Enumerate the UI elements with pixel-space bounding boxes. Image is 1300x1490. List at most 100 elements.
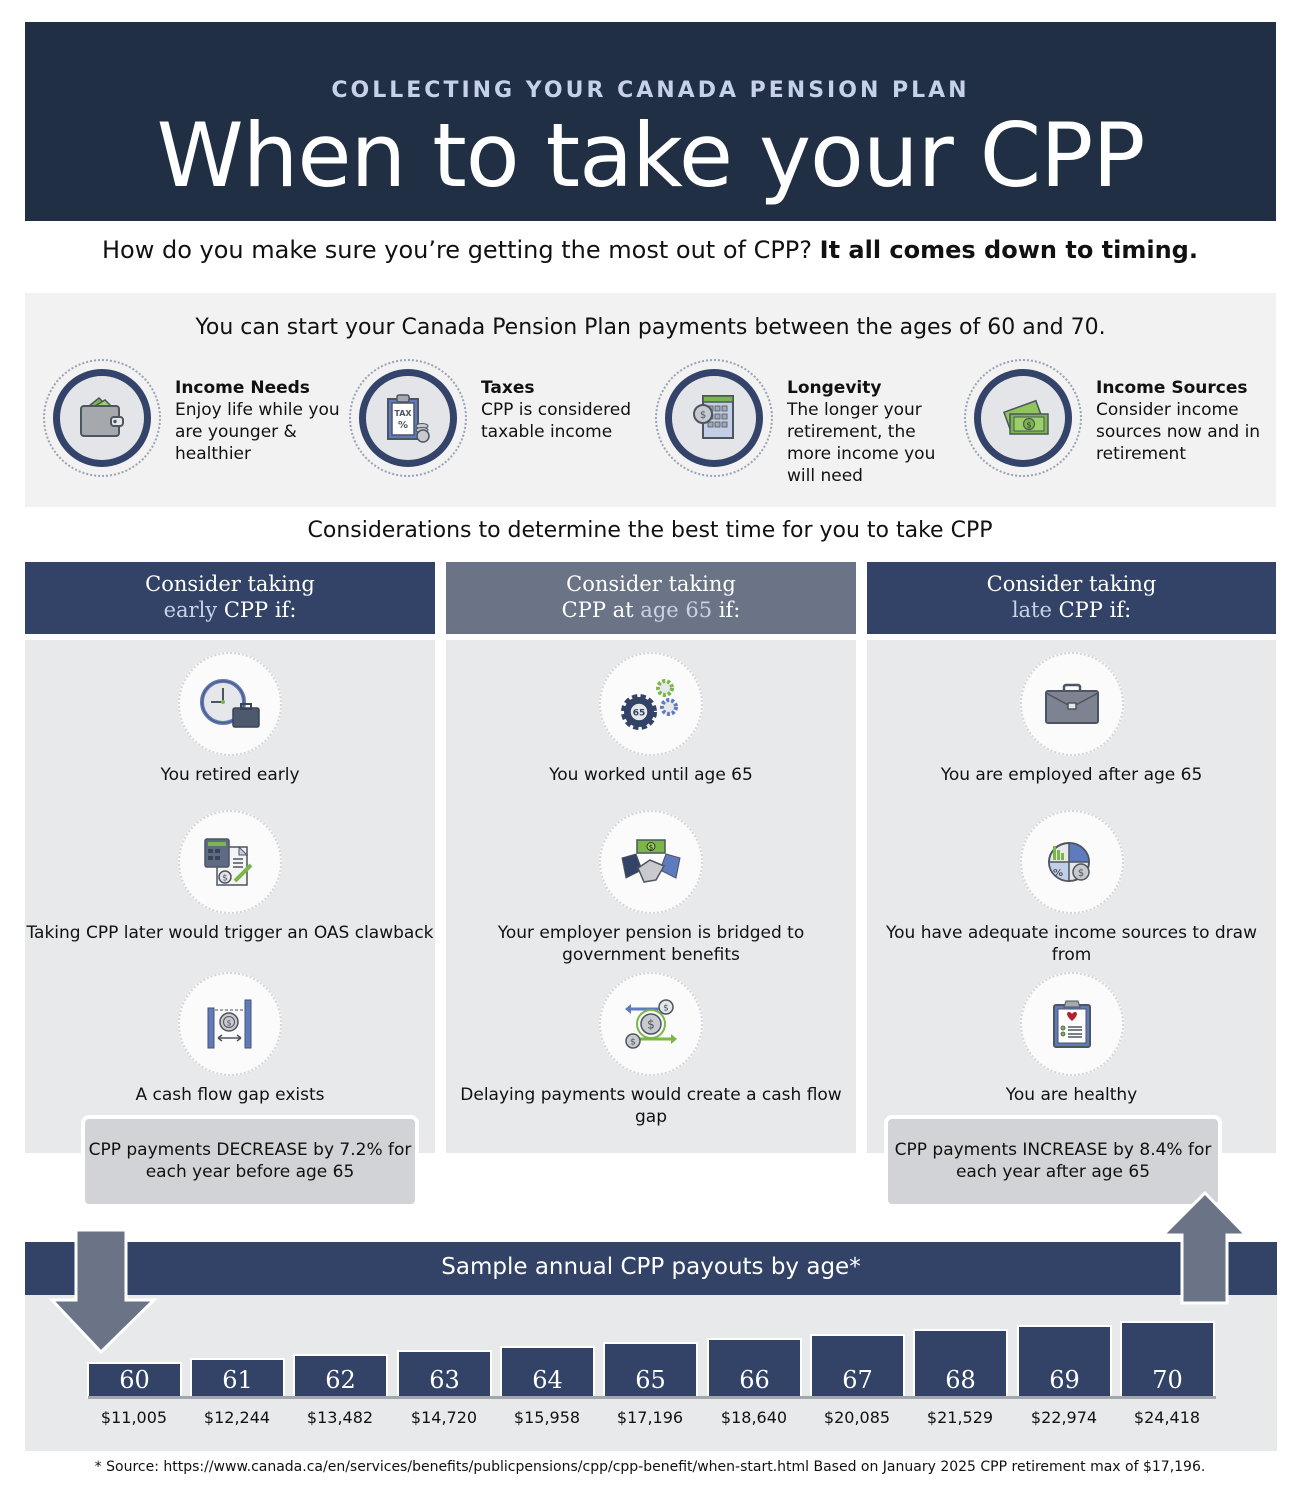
payouts-banner: Sample annual CPP payouts by age* xyxy=(25,1242,1277,1295)
bar-age-60: 60 xyxy=(87,1362,182,1398)
source-footnote: * Source: https://www.canada.ca/en/servi… xyxy=(94,1459,1206,1475)
svg-text:$: $ xyxy=(630,1038,636,1048)
factor-text: The longer your retirement, the more inc… xyxy=(787,400,936,486)
briefcase-icon xyxy=(1019,652,1124,756)
payout-value: $18,640 xyxy=(720,1408,788,1427)
payout-value: $15,958 xyxy=(513,1408,581,1427)
item-text: You are healthy xyxy=(1005,1085,1138,1105)
health-clipboard-icon xyxy=(1019,972,1124,1076)
payout-value: $24,418 xyxy=(1133,1408,1201,1427)
factor-title: Longevity xyxy=(787,378,882,398)
bar-age-65: 65 xyxy=(603,1342,698,1398)
list-item: You are healthy xyxy=(867,972,1276,1106)
calculator-document-icon: $ xyxy=(178,810,282,914)
list-item: 65 You worked until age 65 xyxy=(446,652,856,786)
factor-title: Income Needs xyxy=(175,378,310,398)
list-item: $ $ $ Delaying payments would create a cas… xyxy=(446,972,856,1128)
bar-age-69: 69 xyxy=(1017,1325,1112,1398)
svg-text:$: $ xyxy=(663,1004,669,1014)
svg-text:$: $ xyxy=(1026,421,1031,430)
bar-age-67: 67 xyxy=(810,1334,905,1398)
payout-value: $17,196 xyxy=(616,1408,684,1427)
list-item: You retired early xyxy=(25,652,435,786)
svg-text:%: % xyxy=(1052,868,1062,879)
increase-callout: CPP payments INCREASE by 8.4% for each y… xyxy=(884,1115,1222,1208)
svg-text:$: $ xyxy=(226,1019,231,1028)
bar-age-68: 68 xyxy=(913,1329,1008,1398)
bar-age-64: 64 xyxy=(500,1346,595,1398)
payout-value: $12,244 xyxy=(203,1408,271,1427)
factor-longevity: $ Longevity The longer your retirement, … xyxy=(655,359,955,489)
svg-text:$: $ xyxy=(649,844,653,852)
intro-answer: It all comes down to timing. xyxy=(819,236,1198,264)
payouts-title: Sample annual CPP payouts by age* xyxy=(441,1254,861,1280)
list-item: $ A cash flow gap exists xyxy=(25,972,435,1106)
list-item: You are employed after age 65 xyxy=(867,652,1276,786)
factor-income-needs: Income Needs Enjoy life while you are yo… xyxy=(43,359,343,489)
svg-text:$: $ xyxy=(647,1018,655,1032)
chart-baseline xyxy=(88,1396,1216,1399)
bar-age-63: 63 xyxy=(397,1350,492,1398)
svg-text:$: $ xyxy=(700,410,706,421)
bar-age-62: 62 xyxy=(293,1354,388,1398)
start-ages-panel: You can start your Canada Pension Plan p… xyxy=(25,293,1276,507)
list-item: $ Taking CPP later would trigger an OAS … xyxy=(25,810,435,944)
item-text: You worked until age 65 xyxy=(549,765,753,785)
item-text: You have adequate income sources to draw… xyxy=(886,923,1257,965)
payout-value: $13,482 xyxy=(306,1408,374,1427)
gears-65-icon: 65 xyxy=(599,652,703,756)
column-header-age-65: Consider taking CPP at age 65 if: xyxy=(446,562,856,634)
factor-text: CPP is considered taxable income xyxy=(481,400,631,442)
svg-text:$: $ xyxy=(1077,868,1083,879)
hero-eyebrow: COLLECTING YOUR CANADA PENSION PLAN xyxy=(331,78,970,103)
intro-question: How do you make sure you’re getting the … xyxy=(102,236,813,264)
factor-income-sources: $ Income Sources Consider income sources… xyxy=(964,359,1264,489)
factor-title: Taxes xyxy=(481,378,535,398)
item-text: Your employer pension is bridged to gove… xyxy=(497,923,805,965)
wallet-icon xyxy=(53,369,151,467)
list-item: %$ You have adequate income sources to d… xyxy=(867,810,1276,966)
column-late: You are employed after age 65 %$ You hav… xyxy=(867,640,1276,1153)
item-text: Taking CPP later would trigger an OAS cl… xyxy=(26,923,434,943)
coin-exchange-icon: $ $ $ xyxy=(599,972,703,1076)
clock-briefcase-icon xyxy=(178,652,282,756)
svg-text:%: % xyxy=(398,420,408,431)
list-item: $ Your employer pension is bridged to go… xyxy=(446,810,856,966)
factor-taxes: TAX% Taxes CPP is considered taxable inc… xyxy=(349,359,649,489)
payout-value: $22,974 xyxy=(1030,1408,1098,1427)
pie-chart-dollar-icon: %$ xyxy=(1019,810,1124,914)
hero-banner: COLLECTING YOUR CANADA PENSION PLAN When… xyxy=(25,22,1276,221)
payout-value: $21,529 xyxy=(926,1408,994,1427)
item-text: You are employed after age 65 xyxy=(940,765,1203,785)
increase-arrow-icon xyxy=(1160,1190,1250,1305)
considerations-title: Considerations to determine the best tim… xyxy=(307,518,993,543)
calendar-coin-icon: $ xyxy=(665,369,763,467)
svg-text:$: $ xyxy=(222,874,228,884)
bar-age-70: 70 xyxy=(1120,1321,1215,1398)
page-title: When to take your CPP xyxy=(156,104,1146,207)
decrease-arrow-icon xyxy=(48,1228,158,1355)
cash-stack-icon: $ xyxy=(974,369,1072,467)
bar-age-61: 61 xyxy=(190,1358,285,1398)
payout-value: $14,720 xyxy=(410,1408,478,1427)
tax-clipboard-icon: TAX% xyxy=(359,369,457,467)
factor-title: Income Sources xyxy=(1096,378,1248,398)
payout-value: $11,005 xyxy=(100,1408,168,1427)
intro-line: How do you make sure you’re getting the … xyxy=(0,236,1300,264)
cash-gap-icon: $ xyxy=(178,972,282,1076)
column-header-late: Consider taking late CPP if: xyxy=(867,562,1276,634)
decrease-callout: CPP payments DECREASE by 7.2% for each y… xyxy=(81,1115,419,1208)
payout-value: $20,085 xyxy=(823,1408,891,1427)
bar-age-66: 66 xyxy=(707,1338,802,1398)
factor-text: Consider income sources now and in retir… xyxy=(1096,400,1261,464)
column-age-65: 65 You worked until age 65 $ Your employ… xyxy=(446,640,856,1153)
handshake-money-icon: $ xyxy=(599,810,703,914)
item-text: Delaying payments would create a cash fl… xyxy=(460,1085,842,1127)
start-ages-title: You can start your Canada Pension Plan p… xyxy=(195,315,1106,340)
svg-text:65: 65 xyxy=(633,709,646,719)
svg-text:TAX: TAX xyxy=(394,409,412,418)
column-header-early: Consider taking early CPP if: xyxy=(25,562,435,634)
factor-text: Enjoy life while you are younger & healt… xyxy=(175,400,340,464)
item-text: A cash flow gap exists xyxy=(135,1085,325,1105)
item-text: You retired early xyxy=(160,765,300,785)
